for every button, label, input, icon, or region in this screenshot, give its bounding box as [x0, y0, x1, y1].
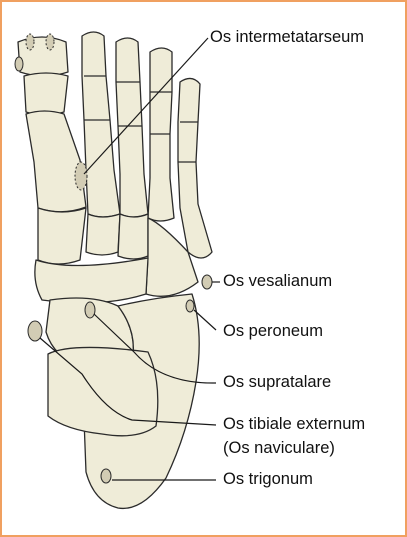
label-os-naviculare: (Os naviculare) [223, 439, 335, 458]
hallux-proximal-phalanx [24, 73, 68, 115]
distal-tibia [48, 347, 158, 435]
toe-sesamoid-1 [26, 34, 34, 50]
tibiale-externum-ossicle [28, 321, 42, 341]
label-os-tibiale-externum: Os tibiale externum [223, 415, 365, 434]
fifth-toe [178, 78, 212, 258]
label-os-peroneum: Os peroneum [223, 322, 323, 341]
lateral-cuneiform [118, 214, 148, 259]
hallux-distal-phalanx [18, 37, 68, 76]
toe-sesamoid-3 [15, 57, 23, 71]
medial-cuneiform [38, 208, 86, 264]
peroneum-ossicle [186, 300, 194, 312]
intermetatarseum-ossicle [75, 162, 87, 190]
navicular [35, 258, 148, 303]
vesalianum-ossicle [202, 275, 212, 289]
toe-sesamoid-2 [46, 34, 54, 50]
label-os-intermetatarseum: Os intermetatarseum [210, 28, 364, 47]
label-os-trigonum: Os trigonum [223, 470, 313, 489]
label-os-supratalare: Os supratalare [223, 373, 331, 392]
trigonum-ossicle [101, 469, 111, 483]
intermediate-cuneiform [86, 214, 120, 255]
supratalare-ossicle [85, 302, 95, 318]
label-os-vesalianum: Os vesalianum [223, 272, 332, 291]
first-metatarsal [26, 111, 86, 212]
second-toe [82, 32, 120, 217]
third-toe [116, 38, 148, 217]
